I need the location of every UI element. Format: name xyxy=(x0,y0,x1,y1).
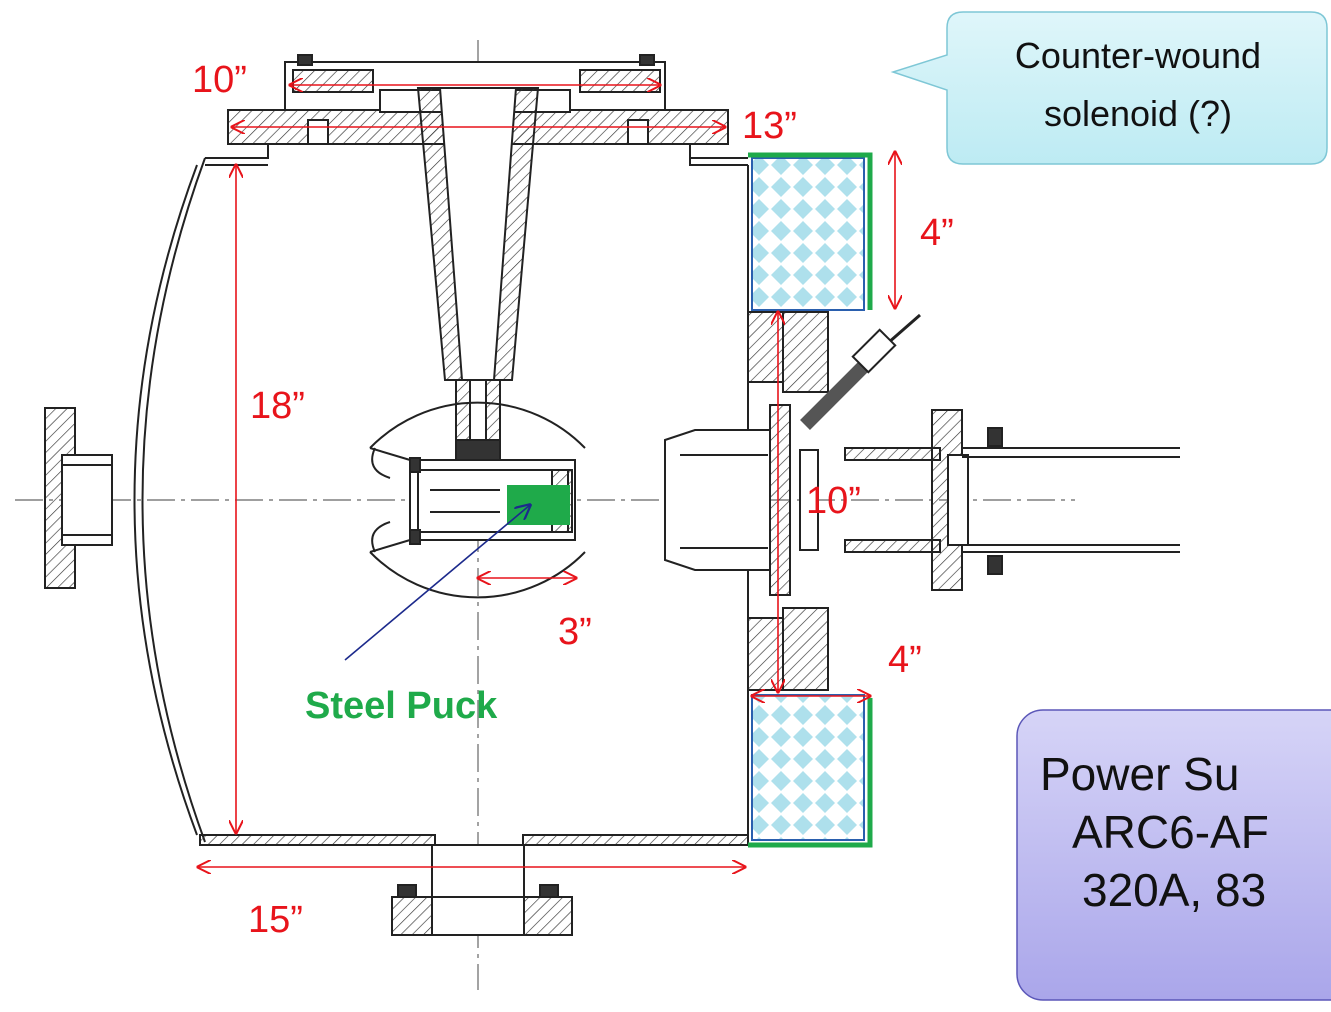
callout-line-2: solenoid (?) xyxy=(1044,93,1232,134)
dim-port-label: 10” xyxy=(806,480,861,522)
dim-top-outer-label: 13” xyxy=(742,105,797,147)
left-viewport xyxy=(44,407,113,589)
puck-pointer-arrow xyxy=(344,505,530,661)
angled-feedthrough xyxy=(800,313,921,430)
dim-coil-bottom-label: 4” xyxy=(888,639,922,681)
chamber-drawing xyxy=(15,40,1180,990)
bottom-port xyxy=(391,844,573,936)
power-supply-line-2: ARC6-AF xyxy=(1072,806,1269,858)
dim-height-label: 18” xyxy=(250,385,305,427)
steel-puck-label: Steel Puck xyxy=(305,685,498,727)
right-port-assembly xyxy=(664,311,1180,691)
dim-puck-label: 3” xyxy=(558,611,592,653)
solenoid-callout: Counter-wound solenoid (?) xyxy=(890,11,1328,165)
power-supply-line-1: Power Su xyxy=(1040,748,1239,800)
upper-solenoid-coil xyxy=(748,152,873,311)
dimension-arrows xyxy=(198,85,895,867)
steel-puck xyxy=(507,485,570,525)
chamber-walls xyxy=(133,144,749,846)
dim-top-inner-label: 10” xyxy=(192,59,247,101)
power-supply-line-3: 320A, 83 xyxy=(1082,864,1266,916)
power-supply-box: Power Su ARC6-AF 320A, 83 xyxy=(1016,709,1331,1001)
central-tube xyxy=(416,87,540,461)
dim-width-label: 15” xyxy=(248,899,303,941)
callout-line-1: Counter-wound xyxy=(1015,35,1261,76)
dim-coil-top-label: 4” xyxy=(920,212,954,254)
lower-solenoid-coil xyxy=(748,694,873,848)
